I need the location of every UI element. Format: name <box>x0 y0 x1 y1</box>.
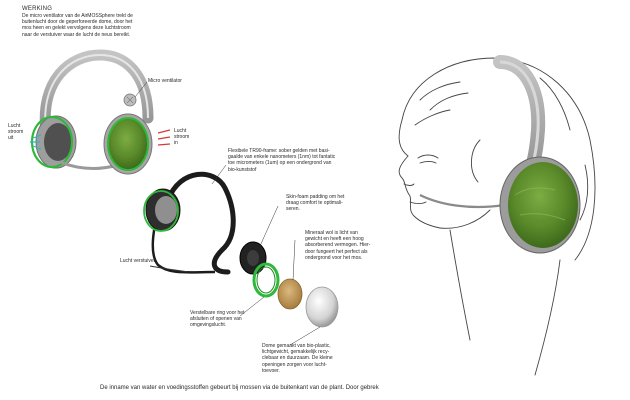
assembled-headphone <box>30 49 171 175</box>
label-micro-ventilator: Micro ventilator <box>148 78 182 84</box>
label-air-out: Lucht stroom uit <box>8 123 24 142</box>
exploded-view <box>143 164 339 346</box>
person-sketch <box>398 57 596 376</box>
intro-text: De micro ventilator van de AirMOSSphere … <box>22 13 133 38</box>
label-air-in: Lucht stroom in <box>174 128 190 147</box>
label-skin-foam: Skin-foam padding om het draag comfort t… <box>286 194 345 213</box>
label-dome: Dome gemaakt van bio-plastic, lichtgewic… <box>262 343 333 374</box>
label-ring: Verstelbare ring voor het afsluiten of o… <box>190 310 245 329</box>
label-frame: Flexibele TR90-frame: sober gelden met b… <box>228 148 336 173</box>
section-title: WERKING <box>22 6 53 12</box>
label-nozzle: Lucht verstuiver <box>120 258 156 264</box>
label-mineral-wool: Mineraal wol is licht van gewicht en hee… <box>305 230 371 261</box>
bottom-caption: De inname van water en voedingsstoffen g… <box>100 385 379 391</box>
worn-headphone <box>419 55 581 254</box>
